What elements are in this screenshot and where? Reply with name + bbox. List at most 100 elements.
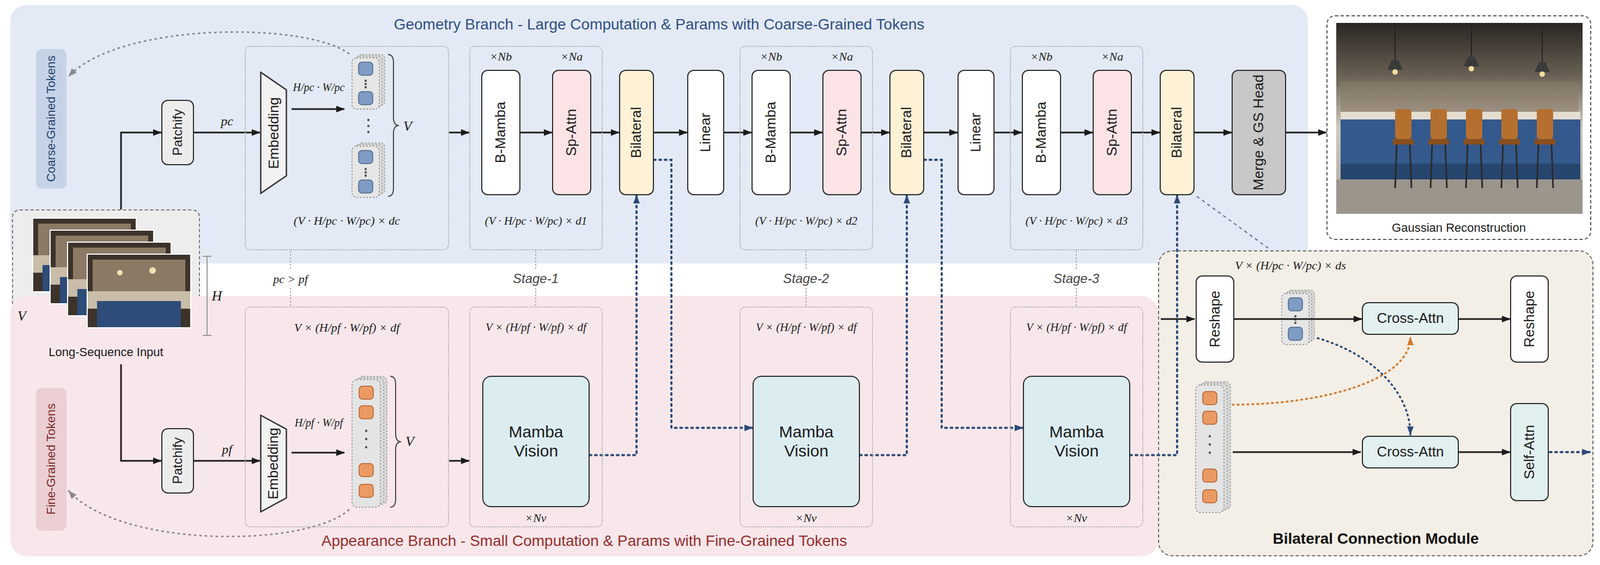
stool xyxy=(1551,144,1554,189)
dimension-label: V xyxy=(403,118,412,135)
dimension-label: ×Na xyxy=(1101,49,1124,64)
label-holder: H/pc · W/pc xyxy=(293,81,345,94)
stool xyxy=(1516,144,1518,189)
stool xyxy=(1428,138,1450,145)
node-label: Merge & GS Head xyxy=(1250,74,1268,191)
node-label: Mamba Vision xyxy=(493,422,579,460)
dimension-label: ×Nb xyxy=(1030,49,1053,64)
label-holder: V xyxy=(403,118,412,135)
embedding-internals xyxy=(352,54,385,109)
embedding-internals xyxy=(367,124,370,127)
node-label: (V · H/pc · W/pc) × d2 xyxy=(755,214,858,228)
dimension-label: pc > pf xyxy=(273,271,308,286)
node-label: Embedding xyxy=(265,418,282,508)
node-label: Linear xyxy=(967,74,985,191)
stool xyxy=(1409,144,1412,189)
dimension-label: H/pc · W/pc xyxy=(293,81,345,94)
node-label: V × (H/pf · W/pf) × df xyxy=(755,320,857,334)
b-mamba-block: B-Mamba xyxy=(481,69,521,196)
gaussian-render xyxy=(1539,71,1545,77)
gaussian-render xyxy=(1340,163,1581,180)
bilateral-block: Bilateral xyxy=(889,69,925,196)
label-holder: V xyxy=(17,307,27,325)
node-label: Embedding xyxy=(265,75,282,190)
bilateral-block: Bilateral xyxy=(619,69,654,196)
stage-group: (V · H/pc · W/pc) × d2B-MambaSp-Attn xyxy=(739,45,874,251)
node-label: B-Mamba xyxy=(492,74,509,191)
node-label: Sp-Attn xyxy=(833,74,851,191)
dimension-label: V xyxy=(405,433,415,450)
sp-attn-block: Sp-Attn xyxy=(822,69,862,196)
b-mamba-block: B-Mamba xyxy=(1021,69,1062,196)
input-frames xyxy=(202,334,212,336)
flow-arrow xyxy=(1194,131,1232,134)
node-label: Appearance Branch - Small Computation & … xyxy=(321,531,847,550)
flow-arrow xyxy=(994,131,1022,134)
edge-label: pf xyxy=(220,441,234,458)
stage-group: (V · H/pc · W/pc) × d1 B-Mamba Sp-Attn xyxy=(469,45,603,251)
label-holder: H xyxy=(211,287,223,305)
trapezoid-shape xyxy=(261,72,287,194)
patchify-box: Patchify xyxy=(161,427,195,494)
stool xyxy=(1534,138,1556,145)
label-holder: ×Na xyxy=(560,49,584,64)
node-label: Reshape xyxy=(1207,279,1224,359)
linear-block: Linear xyxy=(687,69,725,196)
label-holder: pc > pf xyxy=(273,271,308,286)
mamba-vision-block: Mamba Vision xyxy=(752,375,860,507)
stool xyxy=(1480,144,1483,189)
stool xyxy=(1463,138,1485,145)
reshape-block: Reshape xyxy=(1510,275,1549,363)
dimension-label: ×Nv xyxy=(795,510,817,525)
node-label: Self-Attn xyxy=(1521,407,1538,497)
node-label: V × (H/pf · W/pf) × df xyxy=(294,320,400,335)
node-label: Linear xyxy=(697,74,714,191)
flow-arrow xyxy=(1061,131,1093,134)
stool xyxy=(1536,108,1554,139)
cross-attn-block: Cross-Attn xyxy=(1361,301,1459,335)
stool xyxy=(1501,144,1503,189)
node-label: Gaussian Reconstruction xyxy=(1391,220,1526,235)
stool xyxy=(1392,138,1414,145)
gaussian-render xyxy=(1387,59,1403,70)
cross-attn-block: Cross-Attn xyxy=(1361,435,1459,469)
label-holder: ×Nb xyxy=(760,49,783,64)
module-internals xyxy=(1232,451,1361,453)
dimension-label: ×Nb xyxy=(760,49,783,64)
label-holder: ×Nb xyxy=(1030,49,1053,64)
label-holder: ×Na xyxy=(1101,49,1124,64)
gaussian-render xyxy=(1468,65,1475,72)
embedding-block: Embedding xyxy=(259,414,288,513)
gaussian-render xyxy=(1541,22,1543,63)
node-label: (V · H/pc · W/pc) × d1 xyxy=(485,214,588,228)
stool xyxy=(1395,108,1412,139)
edge-label: pc xyxy=(219,113,235,130)
linear-block: Linear xyxy=(957,69,995,196)
stool xyxy=(1445,144,1447,189)
dimension-label: H xyxy=(211,287,223,305)
input-frames xyxy=(206,256,208,336)
flow-arrow xyxy=(724,131,752,134)
node-label: Geometry Branch - Large Computation & Pa… xyxy=(394,15,925,34)
stool xyxy=(1536,144,1539,189)
dimension-label: ×Nv xyxy=(1065,510,1087,525)
flow-arrow xyxy=(449,459,470,462)
flow-arrow xyxy=(1286,131,1327,134)
embedding-internals xyxy=(291,108,345,111)
node-label: Patchify xyxy=(170,104,186,161)
node-label: Sp-Attn xyxy=(563,74,580,191)
node-label: Cross-Attn xyxy=(1377,310,1445,327)
edge-label-holder: pf xyxy=(220,441,234,458)
node-label: (V · H/pc · W/pc) × d3 xyxy=(1025,214,1129,228)
token-type-box: Fine-Grained Tokens xyxy=(35,387,67,531)
flow-arrow xyxy=(1234,318,1362,320)
node-label: Reshape xyxy=(1521,279,1538,359)
stage-label: Stage-1 xyxy=(512,270,559,287)
node-label: (V · H/pc · W/pc) × dc xyxy=(293,213,400,228)
stool xyxy=(1465,108,1483,139)
input-frames xyxy=(87,253,191,328)
flow-arrow xyxy=(790,131,823,134)
gaussian-render xyxy=(1394,22,1396,60)
embedding-block: Embedding xyxy=(259,71,288,195)
